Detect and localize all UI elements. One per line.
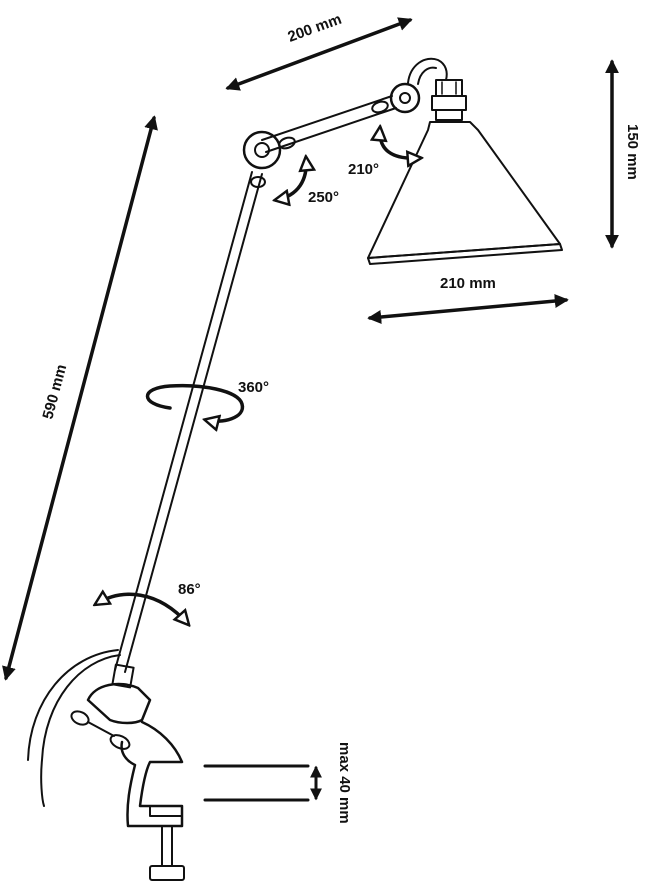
label-shade-height: 150 mm <box>624 124 641 180</box>
label-arm-lower: 590 mm <box>39 363 70 421</box>
lamp-illustration <box>27 57 563 881</box>
dim-arrow-arm-upper <box>225 17 413 91</box>
label-angle-shade: 210° <box>348 161 379 178</box>
upper-arm <box>261 95 397 153</box>
label-angle-elbow: 250° <box>308 189 339 206</box>
rotation-arrows <box>96 128 420 624</box>
rotation-arrow-elbow <box>276 158 306 200</box>
label-arm-upper: 200 mm <box>286 11 344 46</box>
clamp-hinge <box>70 663 152 750</box>
label-shade-width: 210 mm <box>440 275 496 292</box>
clamp <box>120 720 185 881</box>
label-angle-rotation: 360° <box>238 379 269 396</box>
lamp-shade <box>367 121 563 265</box>
label-clamp-max: max 40 mm <box>336 742 353 824</box>
dim-arrow-arm-lower <box>2 115 158 681</box>
power-cable <box>40 654 121 807</box>
rotation-arrow-swivel <box>146 383 245 422</box>
rotation-arrow-base <box>96 594 188 624</box>
labels: 200 mm 150 mm 210 mm 590 mm max 40 mm 21… <box>39 11 641 824</box>
dim-arrow-shade-width <box>367 294 569 324</box>
table-edge <box>203 764 310 802</box>
rotation-arrow-shade <box>380 128 420 158</box>
elbow-joint <box>242 130 282 188</box>
head-joint <box>389 57 448 114</box>
dimension-lines <box>2 17 619 801</box>
label-angle-base: 86° <box>178 581 201 598</box>
lamp-socket <box>431 79 467 121</box>
